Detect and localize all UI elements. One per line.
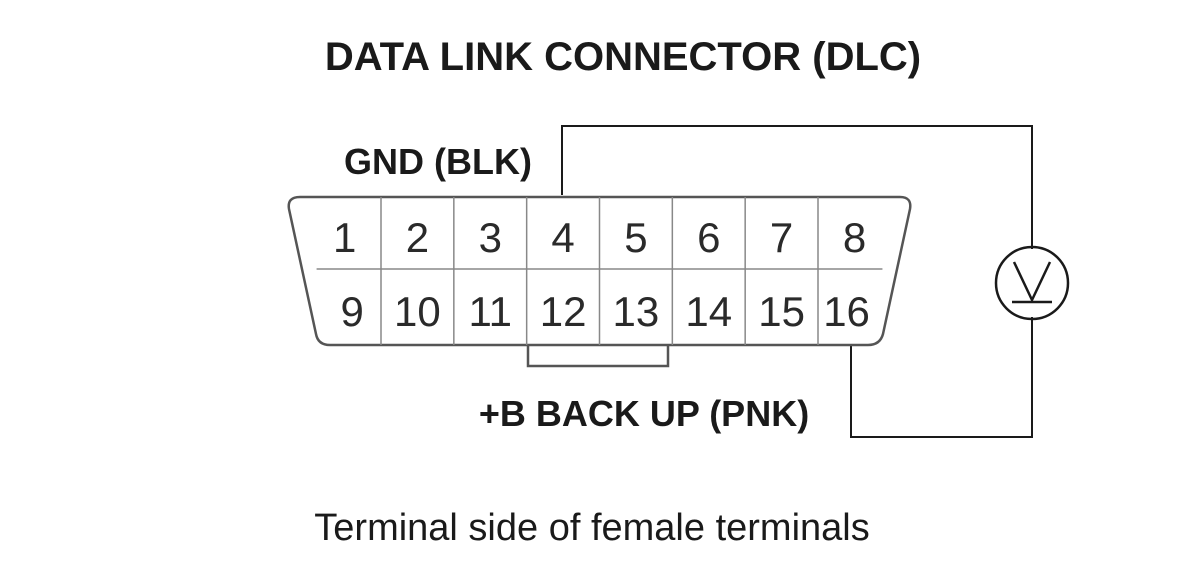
pin-6: 6 — [697, 214, 720, 261]
pin-14: 14 — [685, 288, 732, 335]
pin-7: 7 — [770, 214, 793, 261]
pin-12: 12 — [540, 288, 587, 335]
pin-5: 5 — [624, 214, 647, 261]
pin-10: 10 — [394, 288, 441, 335]
pin-4: 4 — [551, 214, 574, 261]
pin-11: 11 — [468, 288, 512, 335]
backup-wire — [850, 317, 1033, 438]
pin-3: 3 — [479, 214, 502, 261]
pin-13: 13 — [613, 288, 660, 335]
connector-grid — [316, 197, 883, 345]
pin-9: 9 — [340, 288, 363, 335]
pin-15: 15 — [758, 288, 805, 335]
pin-16: 16 — [823, 288, 870, 335]
pin-1: 1 — [333, 214, 356, 261]
voltmeter-icon — [994, 245, 1070, 321]
pin-2: 2 — [406, 214, 429, 261]
gnd-label: GND (BLK) — [344, 141, 532, 182]
gnd-wire — [561, 125, 1033, 249]
diagram-title: DATA LINK CONNECTOR (DLC) — [325, 35, 921, 79]
caption: Terminal side of female terminals — [314, 507, 869, 549]
pin-8: 8 — [843, 214, 866, 261]
backup-label: +B BACK UP (PNK) — [479, 393, 809, 434]
